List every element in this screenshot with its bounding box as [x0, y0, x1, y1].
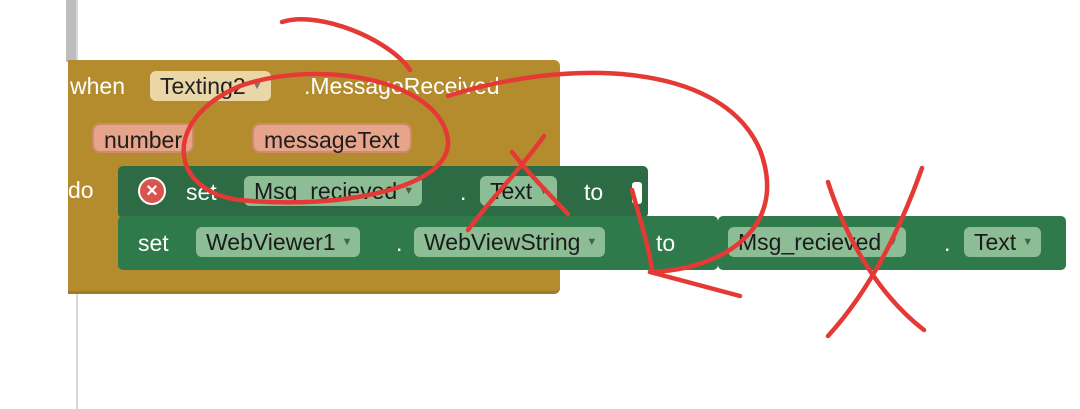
empty-value-socket[interactable] [632, 182, 642, 204]
dropdown-arrow-icon: ▼ [887, 236, 899, 248]
dropdown-arrow-icon: ▼ [403, 185, 415, 197]
event-name: .MessageReceived [304, 73, 500, 99]
workspace-scrollbar[interactable] [66, 0, 76, 62]
dot-separator: . [460, 179, 467, 205]
to-label: to [584, 179, 604, 205]
property-name: Text [490, 177, 533, 204]
property-dropdown-text[interactable]: Text ▼ [480, 176, 558, 206]
set-label: set [138, 230, 169, 256]
annotation-arrow-head [647, 269, 743, 299]
property-name: Text [974, 228, 1017, 255]
property-dropdown-text[interactable]: Text ▼ [964, 227, 1042, 257]
component-name: Msg_recieved [738, 228, 882, 255]
component-dropdown-msg-recieved[interactable]: Msg_recieved ▼ [728, 227, 907, 257]
dropdown-arrow-icon: ▼ [1022, 236, 1034, 248]
dot-separator: . [396, 230, 403, 256]
property-name: WebViewString [424, 228, 581, 255]
param-number[interactable]: number [92, 123, 194, 153]
component-name: Texting2 [160, 72, 246, 99]
component-dropdown-texting2[interactable]: Texting2 ▼ [150, 71, 271, 101]
property-dropdown-webviewstring[interactable]: WebViewString ▼ [414, 227, 606, 257]
when-label: when [70, 73, 125, 99]
to-label: to [656, 230, 676, 256]
dot-separator: . [944, 230, 951, 256]
component-dropdown-webviewer1[interactable]: WebViewer1 ▼ [196, 227, 361, 257]
component-name: Msg_recieved [254, 177, 398, 204]
dropdown-arrow-icon: ▼ [341, 236, 353, 248]
set-webviewer-webviewstring-block[interactable]: set WebViewer1 ▼ . WebViewString ▼ to [118, 216, 718, 270]
error-x-icon[interactable]: × [138, 177, 166, 205]
dropdown-arrow-icon: ▼ [538, 185, 550, 197]
component-name: WebViewer1 [206, 228, 336, 255]
component-dropdown-msg-recieved[interactable]: Msg_recieved ▼ [244, 176, 423, 206]
set-msg-received-text-block[interactable]: × set Msg_recieved ▼ . Text ▼ to [118, 166, 648, 218]
set-label: set [186, 179, 217, 205]
do-label: do [68, 177, 94, 203]
param-message-text[interactable]: messageText [252, 123, 412, 153]
dropdown-arrow-icon: ▼ [251, 80, 263, 92]
get-msg-received-text-block[interactable]: Msg_recieved ▼ . Text ▼ [718, 216, 1066, 270]
dropdown-arrow-icon: ▼ [586, 236, 598, 248]
